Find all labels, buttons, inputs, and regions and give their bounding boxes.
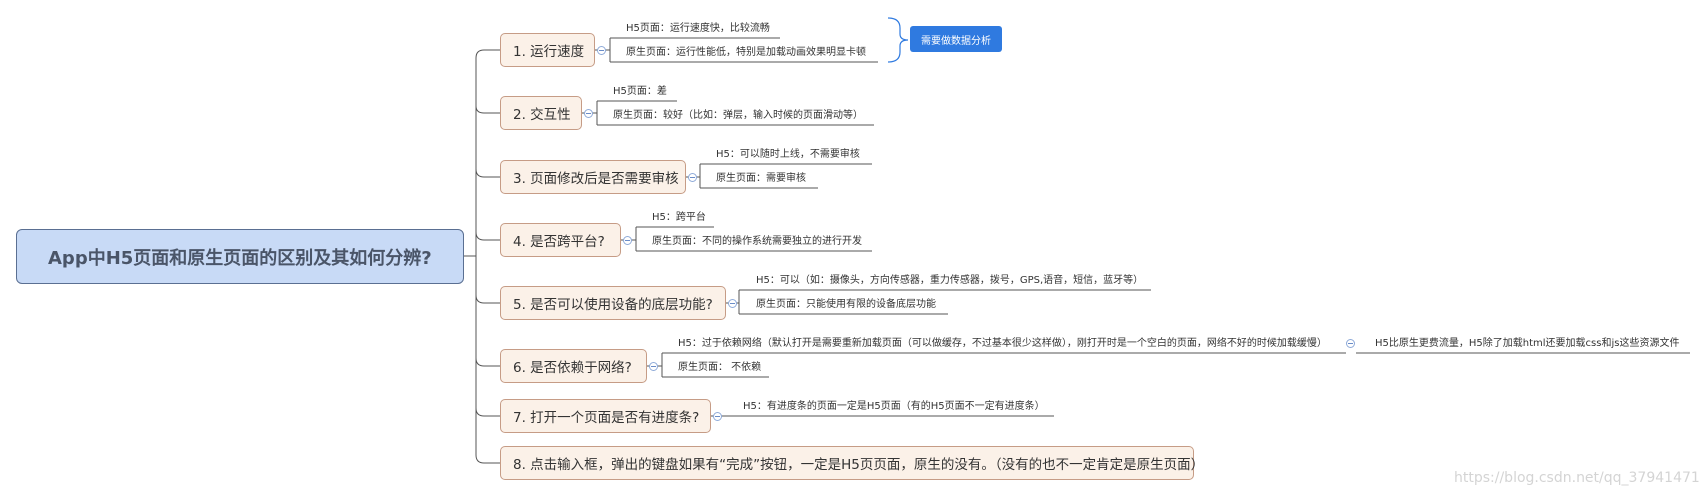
leaf-h5-review[interactable]: H5：可以随时上线，不需要审核 (716, 149, 860, 160)
leaf-h5-speed[interactable]: H5页面：运行速度快，比较流畅 (626, 23, 770, 34)
leaf-native-review[interactable]: 原生页面：需要审核 (716, 173, 806, 184)
leaf-native-device[interactable]: 原生页面：只能使用有限的设备底层功能 (756, 299, 936, 310)
leaf-h5-interactivity[interactable]: H5页面：差 (613, 86, 667, 97)
root-topic[interactable]: App中H5页面和原生页面的区别及其如何分辨? (16, 229, 464, 284)
collapse-toggle-icon[interactable] (584, 109, 593, 118)
collapse-toggle-icon[interactable] (1346, 339, 1355, 348)
topic-network-dependency[interactable]: 6. 是否依赖于网络? (500, 349, 647, 383)
leaf-native-speed[interactable]: 原生页面：运行性能低，特别是加载动画效果明显卡顿 (626, 47, 866, 58)
leaf-native-interactivity[interactable]: 原生页面：较好（比如：弹层，输入时候的页面滑动等） (613, 110, 863, 121)
collapse-toggle-icon[interactable] (728, 299, 737, 308)
leaf-native-network[interactable]: 原生页面： 不依赖 (678, 362, 762, 373)
collapse-toggle-icon[interactable] (597, 46, 606, 55)
callout-data-analysis[interactable]: 需要做数据分析 (910, 26, 1002, 52)
topic-device-features[interactable]: 5. 是否可以使用设备的底层功能? (500, 286, 726, 320)
topic-cross-platform[interactable]: 4. 是否跨平台? (500, 223, 621, 257)
topic-running-speed[interactable]: 1. 运行速度 (500, 33, 595, 67)
brace (887, 17, 909, 63)
watermark: https://blog.csdn.net/qq_37941471 (1454, 470, 1700, 486)
leaf-h5-progress[interactable]: H5：有进度条的页面一定是H5页面（有的H5页面不一定有进度条） (743, 401, 1045, 412)
collapse-toggle-icon[interactable] (688, 173, 697, 182)
leaf-h5-platform[interactable]: H5：跨平台 (652, 212, 706, 223)
leaf-h5-traffic-note[interactable]: H5比原生更费流量，H5除了加载html还要加载css和js这些资源文件 (1375, 338, 1680, 349)
topic-keyboard-done-button[interactable]: 8. 点击输入框，弹出的键盘如果有“完成”按钮，一定是H5页页面，原生的没有。（… (500, 446, 1204, 480)
leaf-native-platform[interactable]: 原生页面：不同的操作系统需要独立的进行开发 (652, 236, 862, 247)
collapse-toggle-icon[interactable] (649, 362, 658, 371)
collapse-toggle-icon[interactable] (713, 412, 722, 421)
collapse-toggle-icon[interactable] (623, 236, 632, 245)
leaf-h5-network[interactable]: H5：过于依赖网络（默认打开是需要重新加载页面（可以做缓存，不过基本很少这样做）… (678, 338, 1327, 349)
topic-review-required[interactable]: 3. 页面修改后是否需要审核 (500, 160, 686, 194)
leaf-h5-device[interactable]: H5：可以（如：摄像头，方向传感器，重力传感器，拨号，GPS,语音，短信，蓝牙等… (756, 275, 1144, 286)
topic-interactivity[interactable]: 2. 交互性 (500, 96, 582, 130)
topic-progress-bar[interactable]: 7. 打开一个页面是否有进度条? (500, 399, 711, 433)
